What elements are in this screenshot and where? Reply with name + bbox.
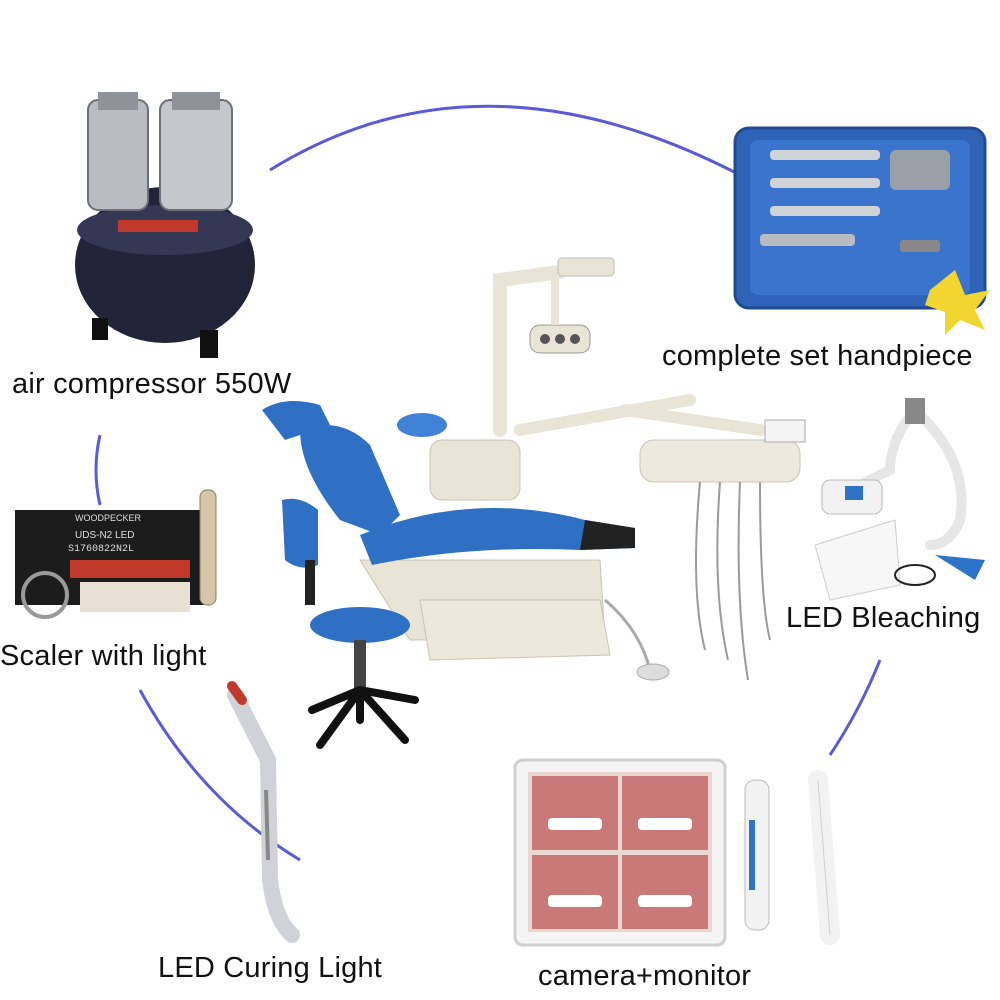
air-compressor-image [75, 92, 255, 358]
bleaching-label: LED Bleaching [786, 602, 981, 634]
scaler-label: Scaler with light [0, 640, 207, 672]
scaler-box-serial: S1760822N2L [68, 544, 135, 555]
connecting-ring [94, 104, 882, 862]
curing-light-label: LED Curing Light [158, 952, 383, 984]
scaler-image [15, 489, 217, 619]
handpiece-label: complete set handpiece [662, 340, 973, 372]
curing-light-image [227, 681, 300, 943]
dental-chair-image [262, 257, 806, 749]
scaler-box-brand: WOODPECKER [75, 513, 142, 523]
camera-monitor-label: camera+monitor [538, 960, 752, 992]
camera-monitor-image [513, 758, 840, 947]
led-bleaching-image [814, 398, 985, 601]
scaler-box-model: UDS-N2 LED [75, 530, 135, 541]
air-compressor-label: air compressor 550W [12, 368, 292, 400]
handpiece-case-image [733, 126, 990, 335]
